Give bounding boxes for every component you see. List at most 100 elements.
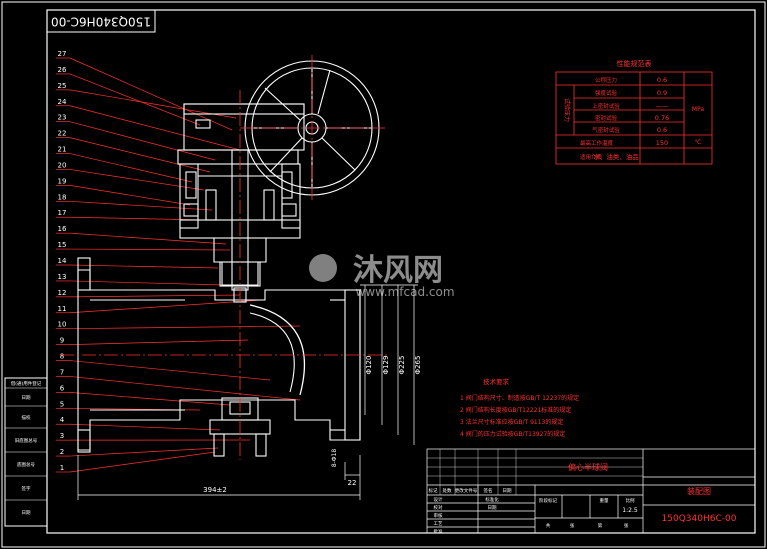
strip-label-2: 描校 [22, 414, 31, 421]
spec-table [555, 71, 713, 165]
title-block-name: 偏心半球阀 [568, 462, 608, 472]
part-leader-line [69, 280, 226, 286]
spec-row-label: 气密封试验 [592, 126, 620, 134]
watermark: 沐风网 www.mfcad.com [309, 253, 455, 299]
gearbox [183, 103, 305, 151]
valve-assembly [77, 60, 380, 457]
spec-row-label: 适用介质 [580, 153, 603, 161]
part-leader-line [69, 447, 219, 457]
part-number-label: 21 [58, 146, 67, 154]
part-number-label: 16 [58, 225, 67, 233]
dim-holes: 8-Φ18 [331, 449, 338, 468]
title-block-labels: 标记处数更改文件号签名日期设计校对审核工艺批准标准化日期阶段标记重量比例共张第张 [429, 487, 635, 535]
watermark-brand: 沐风网 [353, 253, 443, 288]
tech-requirement-item: 4 阀门的压力试验按GB/T13927的规定 [460, 430, 565, 438]
title-block-role-label: 校对 [434, 504, 443, 511]
valve-body [77, 269, 361, 451]
title-block-role-label: 工艺 [434, 521, 443, 527]
dim-d3: Φ225 [398, 356, 406, 375]
part-number-label: 20 [58, 161, 67, 169]
part-number-label: 10 [58, 321, 67, 329]
title-block-sheet-label: 张 [570, 522, 575, 529]
title-block-role-label: 设计 [434, 496, 443, 503]
drawing-code-rotated: 150Q340H6C-00 [51, 15, 151, 29]
part-number-label: 18 [58, 193, 67, 201]
strip-label-4: 底图总号 [17, 461, 35, 468]
part-leader-line [69, 339, 249, 345]
title-block-mid-label: 标准化 [485, 496, 499, 503]
part-number-label: 27 [58, 50, 67, 58]
part-leader-line [69, 200, 213, 211]
code-box-top [46, 9, 156, 33]
part-number-label: 9 [60, 337, 64, 345]
title-block-stage-label: 重量 [600, 497, 609, 504]
spec-row-label: 最高工作温度 [580, 139, 614, 147]
part-number-label: 3 [60, 432, 64, 440]
hemisphere-ball [249, 304, 306, 396]
part-leader-line [69, 423, 221, 431]
part-leader-line [69, 299, 263, 314]
part-number-label: 6 [60, 384, 65, 392]
title-block-sheet-label: 共 [546, 522, 551, 529]
watermark-url: www.mfcad.com [355, 285, 454, 299]
leader-line-group [56, 57, 301, 473]
dimension-lines [77, 284, 418, 500]
watermark-logo-icon [309, 254, 337, 282]
part-number-label: 11 [58, 305, 67, 313]
dim-flange: 22 [348, 479, 357, 487]
title-block-sheet-label: 第 [598, 522, 603, 529]
part-leader-line [69, 248, 231, 251]
title-block-header-label: 标记 [429, 487, 438, 494]
part-leader-line [69, 451, 216, 473]
title-block-header-label: 更改文件号 [455, 487, 478, 494]
part-number-label: 17 [58, 209, 67, 217]
part-leader-line [69, 89, 237, 119]
part-number-label: 12 [58, 289, 67, 297]
tech-req-title: 技术要求 [483, 377, 510, 386]
part-leader-line [69, 264, 219, 269]
title-block [426, 448, 756, 534]
title-block-role-label: 审核 [434, 512, 443, 519]
part-number-label: 25 [58, 82, 67, 90]
dim-d2: Φ129 [382, 356, 390, 375]
part-number-label: 26 [58, 66, 67, 74]
spec-row-value: 水、油类、油品 [593, 152, 639, 161]
title-block-role-label: 批准 [434, 528, 443, 535]
part-number-label: 7 [60, 368, 64, 376]
spec-row-value: 0.76 [655, 114, 669, 122]
spec-row-value: —— [656, 102, 670, 110]
title-block-header-label: 日期 [503, 488, 512, 494]
strip-label-3: 旧底图总号 [15, 437, 38, 444]
part-number-label: 24 [58, 98, 67, 106]
title-block-header-label: 签名 [484, 487, 493, 494]
inner-frame [46, 9, 756, 534]
part-leader-line [69, 360, 271, 381]
title-block-sheet-label: 张 [624, 522, 629, 529]
part-number-label: 5 [60, 400, 64, 408]
spec-row-value: 150 [656, 139, 668, 147]
title-block-stage-label: 比例 [626, 497, 635, 504]
part-leader-line [69, 137, 211, 173]
part-number-label: 15 [58, 241, 67, 249]
spec-row-label: 密封试验 [595, 114, 618, 122]
revision-grid [427, 449, 643, 495]
part-leader-line [69, 294, 241, 298]
part-leader-line [69, 325, 301, 330]
spec-unit-pressure: MPa [692, 106, 705, 113]
part-number-label: 19 [58, 177, 67, 185]
title-block-scale: 1:2.5 [622, 507, 638, 514]
spec-row-value: 0.6 [657, 76, 667, 84]
spec-row-label: 上密封试验 [592, 102, 620, 110]
title-block-type: 装配图 [687, 486, 711, 496]
part-leader-line [69, 153, 193, 183]
part-leader-line [69, 392, 231, 406]
center-lines [60, 55, 390, 460]
part-leader-line [69, 73, 201, 126]
part-leader-line [69, 57, 233, 131]
part-number-label: 13 [58, 273, 67, 281]
part-number-label: 4 [60, 416, 65, 424]
dim-d4: Φ265 [414, 356, 422, 375]
spec-row-value: 0.6 [657, 126, 667, 134]
